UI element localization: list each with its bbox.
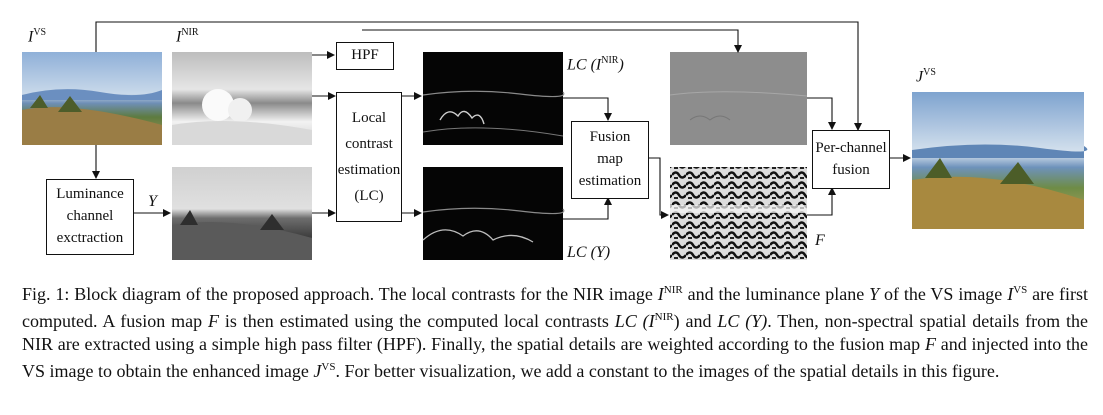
label-ivs: IVS (28, 27, 47, 46)
image-y (172, 167, 312, 260)
arrow-fusion-to-f (647, 157, 669, 219)
luminance-line-2: channel (66, 208, 114, 225)
fusion-line-2: map (597, 151, 623, 168)
arrow-lcnir-to-fusion (563, 97, 612, 121)
label-f: F (815, 232, 825, 249)
lc-line-1: Local (351, 109, 387, 126)
luminance-line-1: Luminance (56, 186, 124, 203)
block-diagram: HPF Luminance channel exctraction Local … (22, 21, 1088, 261)
perchannel-line-2: fusion (832, 161, 870, 178)
image-ivs (22, 52, 162, 145)
lc-line-4: (LC) (354, 188, 384, 205)
image-hpf-details (669, 52, 808, 145)
label-inir: INIR (176, 27, 199, 46)
arrow-lcy-to-fusion (563, 197, 612, 220)
luminance-line-3: exctraction (56, 229, 124, 246)
figure-caption: Fig. 1: Block diagram of the proposed ap… (22, 284, 1089, 381)
arrow-f-to-perchannel (807, 187, 836, 216)
arrow-hpf-image-to-perchannel (807, 97, 836, 130)
fusion-line-1: Fusion (589, 129, 631, 146)
image-lc-y (422, 167, 565, 260)
fusion-line-3: estimation (578, 172, 642, 189)
image-inir (172, 52, 312, 145)
arrow-inir-to-hpf-image (362, 29, 742, 53)
label-lc-nir: LC (INIR) (567, 55, 624, 74)
image-lc-nir (422, 52, 565, 145)
label-jvs: JVS (916, 67, 936, 86)
hpf-label: HPF (351, 47, 379, 64)
lc-line-3: estimation (337, 162, 401, 178)
luminance-box: Luminance channel exctraction (46, 179, 134, 255)
lc-line-2: contrast (345, 135, 393, 152)
diagram-canvas (22, 21, 1088, 260)
perchannel-line-1: Per-channel (815, 139, 887, 156)
label-lc-y: LC (Y) (567, 244, 611, 261)
image-fusion-map-f (670, 167, 807, 260)
label-y: Y (148, 193, 157, 210)
per-channel-fusion-box: Per-channel fusion (812, 130, 890, 189)
image-jvs (912, 92, 1088, 229)
arrow-ivs-to-perchannel (95, 21, 862, 131)
local-contrast-box: Local contrast estimation (LC) (336, 92, 402, 222)
hpf-box: HPF (336, 42, 394, 70)
fusion-map-box: Fusion map estimation (571, 121, 649, 199)
